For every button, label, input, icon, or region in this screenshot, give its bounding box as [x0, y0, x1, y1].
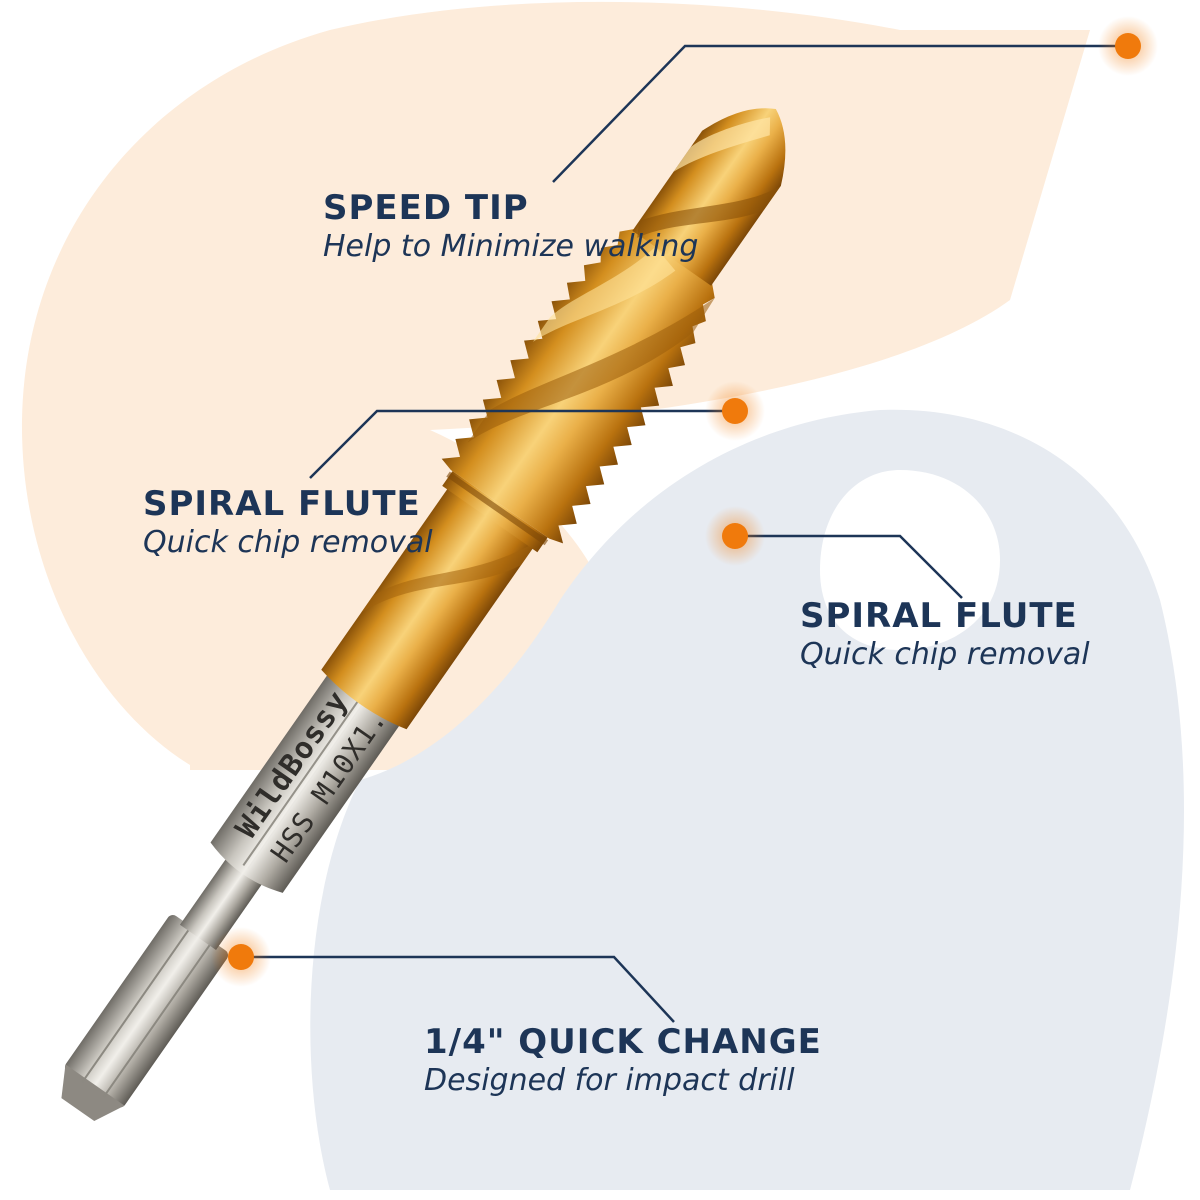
speed-tip-marker-dot — [1098, 16, 1158, 76]
callout-subtitle: Quick chip removal — [800, 637, 1090, 672]
quick-change-callout: 1/4" QUICK CHANGE Designed for impact dr… — [424, 1022, 822, 1100]
background-gray-notch — [820, 470, 1000, 650]
gold-body — [321, 471, 549, 730]
hex-shank — [61, 915, 229, 1122]
callout-markers — [211, 16, 1158, 987]
spiral-flute-lower-leader-line — [735, 534, 963, 599]
leader-lines — [241, 44, 1128, 1023]
spiral-flute-upper-callout: SPIRAL FLUTE Quick chip removal — [143, 484, 433, 562]
callout-subtitle: Designed for impact drill — [424, 1063, 795, 1098]
spiral-flute-upper-marker-dot — [705, 381, 765, 441]
callout-title: 1/4" QUICK CHANGE — [424, 1022, 822, 1062]
threaded-tap-section — [441, 229, 715, 544]
spiral-flute-upper-leader-line — [309, 409, 735, 479]
speed-tip-leader-line — [552, 44, 1128, 183]
callout-subtitle: Help to Minimize walking — [323, 229, 699, 264]
spiral-flute-lower-marker-dot — [705, 506, 765, 566]
callout-title: SPEED TIP — [323, 188, 529, 228]
drill-tip-section — [632, 108, 786, 286]
callout-title: SPIRAL FLUTE — [143, 484, 421, 524]
callout-subtitle: Quick chip removal — [143, 525, 433, 560]
callout-title: SPIRAL FLUTE — [800, 596, 1078, 636]
spiral-flute-lower-callout: SPIRAL FLUTE Quick chip removal — [800, 596, 1090, 674]
speed-tip-callout: SPEED TIP Help to Minimize walking — [323, 188, 698, 266]
quick-change-leader-line — [241, 955, 675, 1023]
quick-change-marker-dot — [211, 927, 271, 987]
